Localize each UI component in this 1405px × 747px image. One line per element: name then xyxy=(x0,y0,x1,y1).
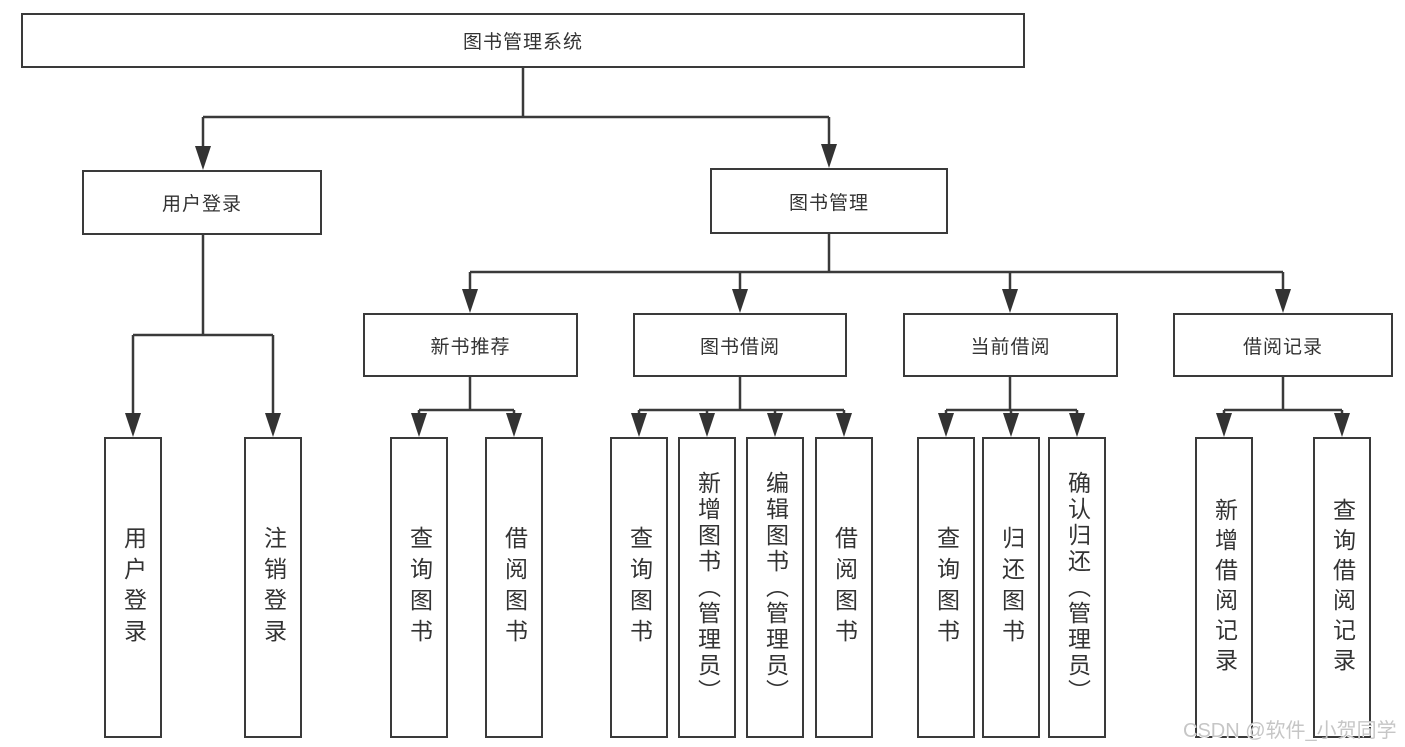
arrow-down-icon xyxy=(1334,413,1350,437)
node-leaf-nb-query-books: 查询图书 xyxy=(390,437,448,738)
arrow-down-icon xyxy=(411,413,427,437)
arrow-down-icon xyxy=(125,413,141,437)
arrow-down-icon xyxy=(462,289,478,313)
node-leaf-nb-borrow-books: 借阅图书 xyxy=(485,437,543,738)
arrow-down-icon xyxy=(631,413,647,437)
node-user-login: 用户登录 xyxy=(82,170,322,235)
node-leaf-bb-add-books-admin-label: 新增图书（管理员） xyxy=(694,470,721,705)
node-leaf-bb-add-books-admin: 新增图书（管理员） xyxy=(678,437,736,738)
node-leaf-logout: 注销登录 xyxy=(244,437,302,738)
node-user-login-label: 用户登录 xyxy=(161,194,242,215)
node-new-book-recommend-label: 新书推荐 xyxy=(430,336,511,358)
node-current-borrowing: 当前借阅 xyxy=(903,313,1118,377)
arrow-down-icon xyxy=(732,289,748,313)
node-book-borrowing-label: 图书借阅 xyxy=(699,336,780,358)
node-leaf-cb-query-books: 查询图书 xyxy=(917,437,975,738)
arrow-down-icon xyxy=(265,413,281,437)
node-leaf-bb-query-books-label: 查询图书 xyxy=(626,525,653,650)
node-leaf-bb-borrow-books-label: 借阅图书 xyxy=(831,525,858,650)
arrow-down-icon xyxy=(1002,289,1018,313)
node-borrowing-records: 借阅记录 xyxy=(1173,313,1393,377)
node-leaf-br-add-record-label: 新增借阅记录 xyxy=(1211,497,1238,678)
arrow-down-icon xyxy=(938,413,954,437)
node-leaf-bb-borrow-books: 借阅图书 xyxy=(815,437,873,738)
node-leaf-logout-label: 注销登录 xyxy=(260,525,287,650)
node-leaf-bb-query-books: 查询图书 xyxy=(610,437,668,738)
node-current-borrowing-label: 当前借阅 xyxy=(970,336,1051,358)
arrow-down-icon xyxy=(506,413,522,437)
node-book-management-label: 图书管理 xyxy=(788,192,869,214)
arrow-down-icon xyxy=(699,413,715,437)
node-leaf-cb-confirm-return-admin: 确认归还（管理员） xyxy=(1048,437,1106,738)
node-borrowing-records-label: 借阅记录 xyxy=(1242,336,1323,358)
node-leaf-user-login: 用户登录 xyxy=(104,437,162,738)
node-leaf-cb-return-books-label: 归还图书 xyxy=(998,525,1025,650)
arrow-down-icon xyxy=(821,144,837,168)
arrow-down-icon xyxy=(1216,413,1232,437)
node-book-management: 图书管理 xyxy=(710,168,948,234)
arrow-down-icon xyxy=(836,413,852,437)
node-leaf-bb-edit-books-admin: 编辑图书（管理员） xyxy=(746,437,804,738)
node-leaf-nb-borrow-books-label: 借阅图书 xyxy=(501,525,528,650)
node-leaf-br-add-record: 新增借阅记录 xyxy=(1195,437,1253,738)
node-root: 图书管理系统 xyxy=(21,13,1025,68)
arrow-down-icon xyxy=(1069,413,1085,437)
arrow-down-icon xyxy=(1275,289,1291,313)
arrow-down-icon xyxy=(195,146,211,170)
node-new-book-recommend: 新书推荐 xyxy=(363,313,578,377)
watermark: CSDN @软件_小贺同学 xyxy=(1183,720,1397,742)
arrow-down-icon xyxy=(1003,413,1019,437)
node-leaf-nb-query-books-label: 查询图书 xyxy=(406,525,433,650)
arrow-down-icon xyxy=(767,413,783,437)
node-leaf-br-query-record-label: 查询借阅记录 xyxy=(1329,497,1356,678)
node-leaf-cb-query-books-label: 查询图书 xyxy=(933,525,960,650)
node-leaf-cb-return-books: 归还图书 xyxy=(982,437,1040,738)
node-book-borrowing: 图书借阅 xyxy=(633,313,847,377)
node-leaf-br-query-record: 查询借阅记录 xyxy=(1313,437,1371,738)
node-leaf-bb-edit-books-admin-label: 编辑图书（管理员） xyxy=(762,470,789,705)
node-root-label: 图书管理系统 xyxy=(462,32,583,53)
node-leaf-user-login-label: 用户登录 xyxy=(120,525,147,650)
connector-line xyxy=(131,68,1344,413)
node-leaf-cb-confirm-return-admin-label: 确认归还（管理员） xyxy=(1064,470,1091,705)
